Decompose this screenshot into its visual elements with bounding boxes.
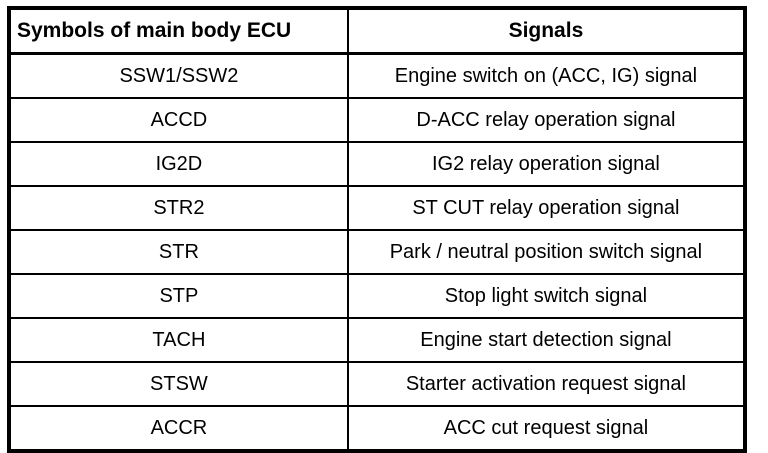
cell-signal: ACC cut request signal [346,406,747,451]
cell-signal: IG2 relay operation signal [346,142,747,187]
ecu-signals-table: Symbols of main body ECU Signals SSW1/SS… [7,6,747,453]
table-row: IG2D IG2 relay operation signal [8,142,747,187]
cell-signal: Stop light switch signal [346,274,747,319]
cell-symbol: STR [8,230,349,275]
cell-signal: Starter activation request signal [346,362,747,407]
cell-symbol: TACH [8,318,349,363]
table-row: ACCR ACC cut request signal [8,406,747,451]
table-row: TACH Engine start detection signal [8,318,747,363]
cell-symbol: STP [8,274,349,319]
cell-symbol: SSW1/SSW2 [8,53,349,99]
cell-signal: Park / neutral position switch signal [346,230,747,275]
cell-symbol: IG2D [8,142,349,187]
table-body: SSW1/SSW2 Engine switch on (ACC, IG) sig… [8,53,747,451]
column-header-signal: Signals [346,8,747,55]
cell-signal: ST CUT relay operation signal [346,186,747,231]
table-row: STP Stop light switch signal [8,274,747,319]
cell-symbol: ACCR [8,406,349,451]
table-row: STSW Starter activation request signal [8,362,747,407]
page-root: Symbols of main body ECU Signals SSW1/SS… [7,6,747,453]
cell-symbol: ACCD [8,98,349,143]
column-header-symbol: Symbols of main body ECU [8,8,349,55]
table-header-row: Symbols of main body ECU Signals [8,8,747,55]
table-row: ACCD D-ACC relay operation signal [8,98,747,143]
table-row: STR2 ST CUT relay operation signal [8,186,747,231]
cell-symbol: STR2 [8,186,349,231]
table-header: Symbols of main body ECU Signals [8,8,747,55]
cell-signal: Engine switch on (ACC, IG) signal [346,53,747,99]
cell-symbol: STSW [8,362,349,407]
table-row: STR Park / neutral position switch signa… [8,230,747,275]
cell-signal: D-ACC relay operation signal [346,98,747,143]
cell-signal: Engine start detection signal [346,318,747,363]
table-row: SSW1/SSW2 Engine switch on (ACC, IG) sig… [8,53,747,99]
